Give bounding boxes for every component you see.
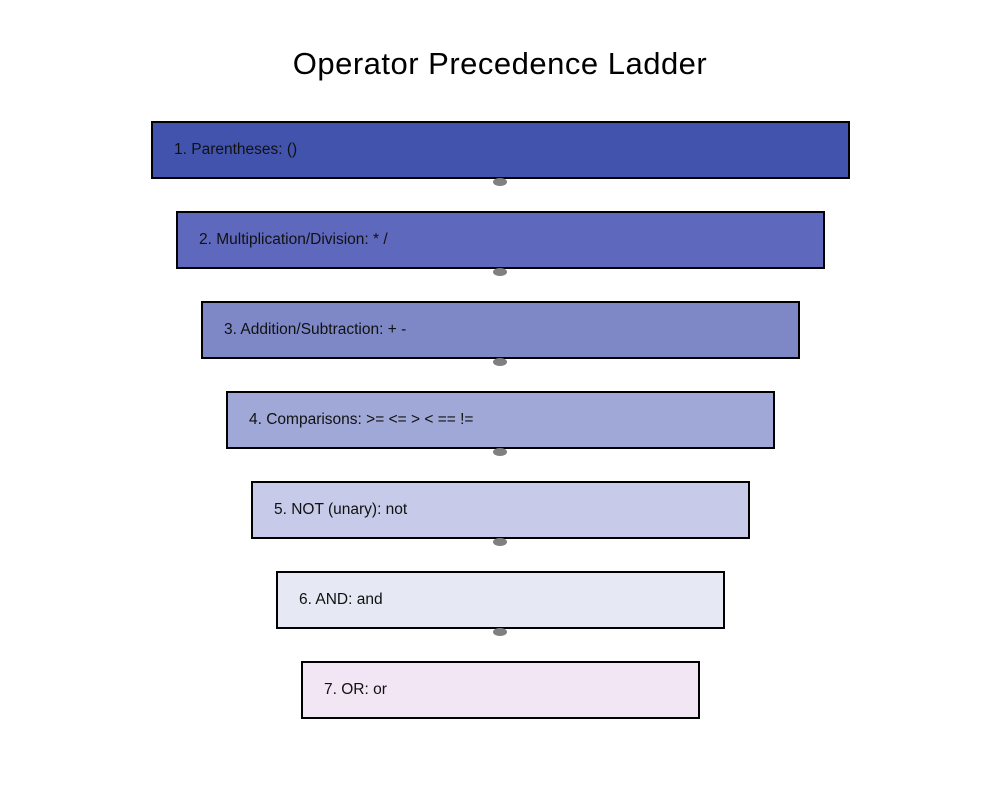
ladder-level-label: 7. OR: or <box>324 681 387 698</box>
ladder-level: 5. NOT (unary): not <box>251 481 750 539</box>
ladder-level-label: 1. Parentheses: () <box>174 141 298 158</box>
ladder-level-label: 4. Comparisons: >= <= > < == != <box>249 411 474 428</box>
down-arrow-icon <box>493 448 507 456</box>
ladder-level: 3. Addition/Subtraction: + - <box>201 301 800 359</box>
ladder-level: 4. Comparisons: >= <= > < == != <box>226 391 775 449</box>
ladder-level: 6. AND: and <box>276 571 725 629</box>
ladder-level: 7. OR: or <box>301 661 700 719</box>
page-title: Operator Precedence Ladder <box>292 46 708 81</box>
down-arrow-icon <box>493 538 507 546</box>
ladder-level: 2. Multiplication/Division: * / <box>176 211 825 269</box>
ladder-level-label: 3. Addition/Subtraction: + - <box>224 321 407 338</box>
ladder-level-label: 2. Multiplication/Division: * / <box>199 231 388 248</box>
down-arrow-icon <box>493 358 507 366</box>
ladder-level-label: 6. AND: and <box>299 591 383 608</box>
down-arrow-icon <box>493 268 507 276</box>
ladder-level: 1. Parentheses: () <box>151 121 850 179</box>
down-arrow-icon <box>493 178 507 186</box>
down-arrow-icon <box>493 628 507 636</box>
ladder-level-label: 5. NOT (unary): not <box>274 501 408 518</box>
